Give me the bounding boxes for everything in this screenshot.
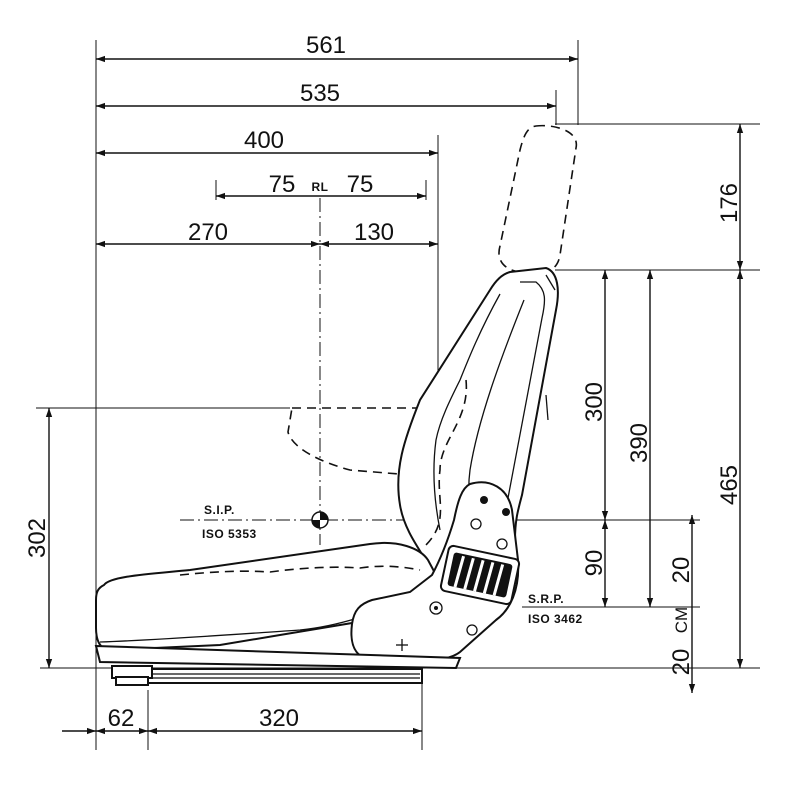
sip-name: S.I.P. [204,503,235,517]
srp-standard: ISO 3462 [528,612,583,626]
dim-travel-down: 20 [668,649,695,676]
dim-sip-to-backrest-top: 390 [626,423,653,463]
srp-name: S.R.P. [528,592,564,606]
dim-headrest-height: 176 [716,183,743,223]
adjustment-knob [439,544,521,606]
dim-base-to-backrest-top: 465 [716,465,743,505]
dim-seat-depth: 400 [244,127,284,154]
dim-travel-up: 20 [668,557,695,584]
dimension-labels: 561 535 400 75 RL 75 270 130 176 465 390… [24,32,743,732]
dim-overall-depth: 561 [306,32,346,59]
dim-sip-to-rear: 270 [188,219,228,246]
dim-sip-above-srp: 90 [581,550,608,577]
dim-travel-unit: CM [672,607,691,633]
dim-adjust-front: 75 [347,171,374,198]
sip-marker [311,511,329,529]
slide-rail [147,668,423,684]
dim-adjust-rear: 75 [269,171,296,198]
dim-depth-to-headrest: 535 [300,80,340,107]
dim-backrest-height: 300 [581,382,608,422]
seat-illustration [94,124,577,686]
headrest-outline [498,124,577,275]
dim-sip-height: 302 [24,518,51,558]
dim-rail-length: 320 [259,705,299,732]
dim-adjust-ref: RL [312,180,329,194]
vertical-dimensions [45,124,744,693]
reference-point-labels: S.I.P. ISO 5353 S.R.P. ISO 3462 [202,503,583,626]
sip-standard: ISO 5353 [202,527,257,541]
dim-sip-to-front: 130 [354,219,394,246]
horizontal-dimensions [62,55,578,735]
seat-base [94,644,462,670]
dim-rail-offset: 62 [108,705,135,732]
